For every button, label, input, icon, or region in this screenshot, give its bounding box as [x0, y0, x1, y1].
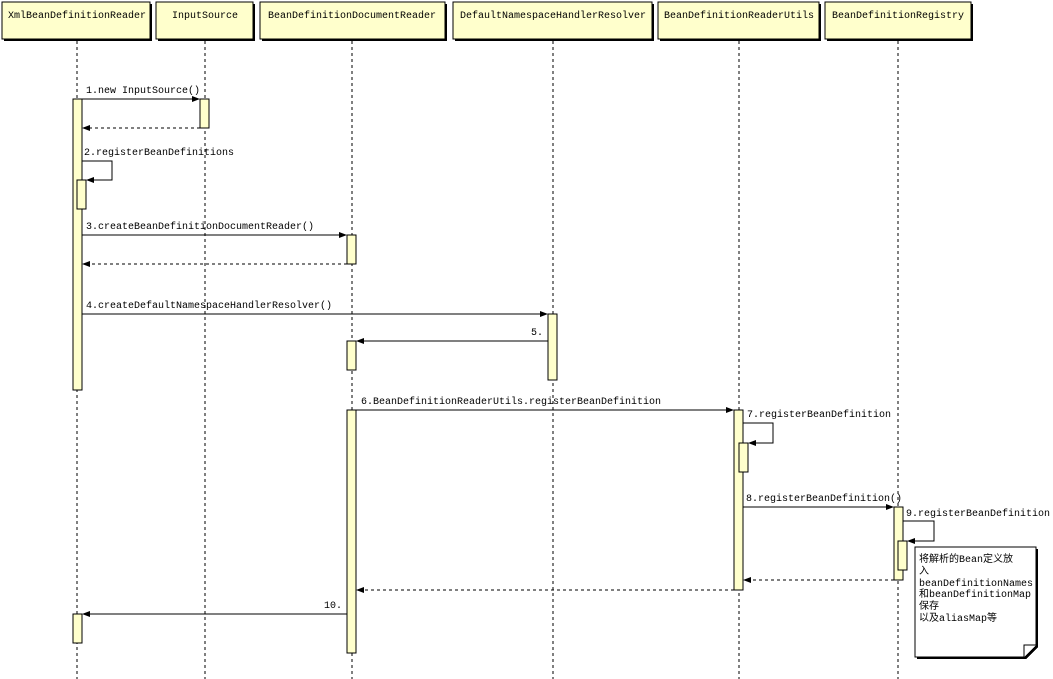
message-label: 3.createBeanDefinitionDocumentReader() [86, 221, 314, 233]
arrowhead [540, 311, 548, 317]
self-message-arrow [82, 160, 113, 181]
arrowhead [339, 232, 347, 238]
note-text-line: beanDefinitionNames [919, 578, 1033, 590]
lifeline-title: XmlBeanDefinitionReader [8, 10, 146, 22]
lifeline-header-bean-definition-registry: BeanDefinitionRegistry [824, 1, 973, 41]
message-label: 8.registerBeanDefinition() [746, 493, 902, 505]
return-message [743, 577, 894, 583]
message-label: 2.registerBeanDefinitions [84, 147, 234, 159]
lifeline-title: DefaultNamespaceHandlerResolver [460, 10, 646, 22]
arrowhead [82, 611, 90, 617]
activation-bar-nested [76, 179, 87, 210]
note-text-line: 将解析的Bean定义放 [919, 552, 1013, 566]
activation-bar [72, 98, 83, 391]
message-label: 4.createDefaultNamespaceHandlerResolver(… [86, 300, 332, 312]
message-3: 3.createBeanDefinitionDocumentReader() [82, 221, 347, 238]
arrowhead [748, 440, 756, 446]
message-6: 6.BeanDefinitionReaderUtils.registerBean… [356, 396, 734, 413]
arrowhead [907, 538, 915, 544]
self-message-arrow [903, 520, 935, 542]
lifeline-header-default-namespace-handler-resolver: DefaultNamespaceHandlerResolver [452, 1, 654, 41]
arrowhead [356, 338, 364, 344]
arrowhead [886, 504, 894, 510]
arrowhead [86, 177, 94, 183]
note-text-line: 保存 [919, 599, 939, 613]
message-2: 2.registerBeanDefinitions [82, 147, 234, 183]
note-text-line: 以及aliasMap等 [919, 611, 997, 625]
lifeline-header-input-source: InputSource [155, 1, 255, 41]
arrowhead [356, 587, 364, 593]
arrowhead [192, 96, 200, 102]
message-label: 7.registerBeanDefinition [747, 409, 891, 421]
lifeline-header-xml-bean-definition-reader: XmlBeanDefinitionReader [1, 1, 152, 41]
lifeline-title: BeanDefinitionReaderUtils [664, 10, 814, 22]
lifeline-title: BeanDefinitionDocumentReader [268, 10, 436, 22]
lifeline-title: InputSource [172, 11, 238, 22]
activation-bar [733, 409, 744, 591]
arrowhead [743, 577, 751, 583]
message-8: 8.registerBeanDefinition() [743, 493, 902, 510]
note-text-line: 入 [919, 566, 929, 578]
activation-bar [199, 98, 210, 129]
message-9: 9.registerBeanDefinition [903, 508, 1050, 544]
arrowhead [82, 261, 90, 267]
message-label: 1.new InputSource() [86, 85, 200, 97]
activation-bar [547, 313, 558, 381]
activation-bar [346, 234, 357, 265]
arrowhead [726, 407, 734, 413]
note-text-line: 和beanDefinitionMap [919, 588, 1031, 601]
message-5: 5. [356, 328, 548, 344]
message-label: 6.BeanDefinitionReaderUtils.registerBean… [361, 396, 661, 408]
self-message-arrow [743, 422, 774, 444]
lifeline-title: BeanDefinitionRegistry [832, 10, 964, 22]
note-box: 将解析的Bean定义放 入 beanDefinitionNames 和beanD… [914, 546, 1038, 659]
message-label: 5. [531, 328, 543, 339]
lifeline-header-bean-definition-reader-utils: BeanDefinitionReaderUtils [657, 1, 821, 41]
message-1: 1.new InputSource() [82, 85, 200, 102]
message-label: 10. [324, 601, 342, 612]
message-4: 4.createDefaultNamespaceHandlerResolver(… [82, 300, 548, 317]
activation-bar-nested [897, 540, 908, 571]
arrowhead [82, 125, 90, 131]
return-message [82, 261, 347, 267]
note-fold-corner [1023, 644, 1036, 657]
activation-bar [346, 409, 357, 654]
message-label: 9.registerBeanDefinition [906, 508, 1050, 520]
return-message [356, 587, 734, 593]
message-7: 7.registerBeanDefinition [743, 409, 891, 446]
activation-bar-nested [738, 442, 749, 473]
activation-bar [72, 613, 83, 644]
message-10: 10. [82, 601, 347, 617]
lifeline-header-bean-definition-document-reader: BeanDefinitionDocumentReader [259, 1, 447, 41]
return-message [82, 125, 200, 131]
activation-bar [346, 340, 357, 371]
